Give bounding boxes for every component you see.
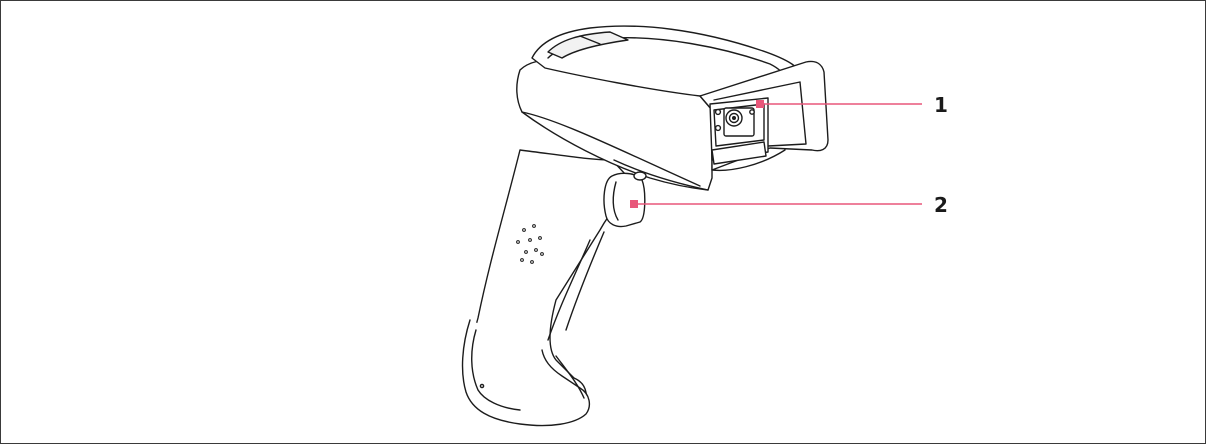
- nose-shroud-inner: [713, 81, 807, 147]
- top-button-line: [579, 35, 601, 45]
- beeper-holes: [516, 224, 544, 264]
- handle-base-boot: [461, 319, 591, 427]
- scanner-lens-core: [732, 116, 736, 120]
- trigger-highlight: [612, 181, 619, 221]
- top-button: [547, 31, 629, 59]
- boot-inner-edge: [471, 329, 521, 411]
- led-right: [749, 109, 755, 115]
- nose-lip: [711, 149, 786, 172]
- led-bottom-left: [714, 124, 722, 132]
- callout-number-2: 2: [934, 193, 948, 217]
- trigger: [603, 172, 646, 228]
- led-top-left: [714, 108, 722, 116]
- head-underside: [613, 159, 709, 191]
- head-screw: [633, 171, 647, 181]
- boot-dot: [479, 383, 485, 389]
- callout-1: [756, 100, 922, 108]
- callout-2: [630, 200, 922, 208]
- boot-seam: [555, 355, 585, 399]
- scan-window-shelf: [711, 141, 767, 165]
- head-edge: [521, 111, 701, 187]
- callout-number-1: 1: [934, 93, 948, 117]
- handle-ridge-2: [565, 231, 605, 331]
- handle-ridge: [547, 239, 591, 341]
